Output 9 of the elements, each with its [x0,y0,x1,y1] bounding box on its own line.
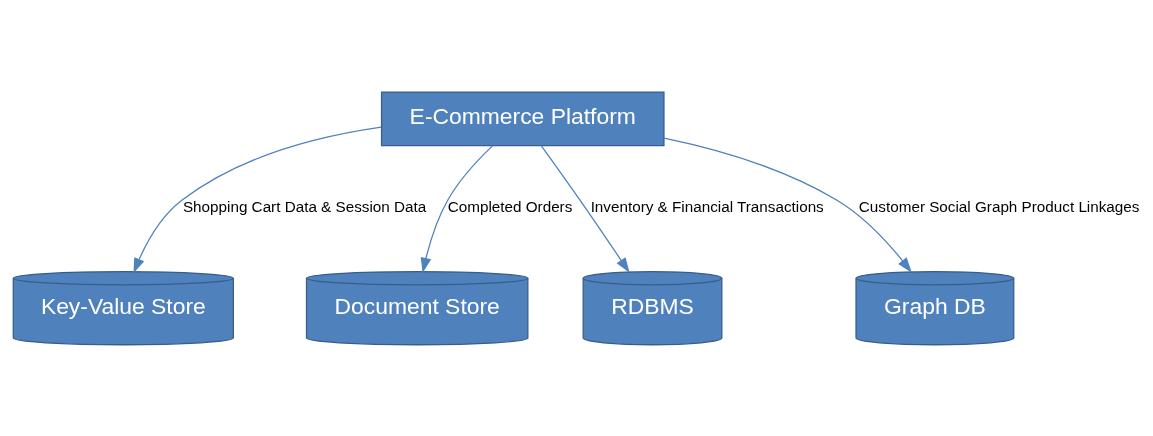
edge-label: Customer Social Graph Product Linkages [858,197,1140,215]
arrow [420,144,494,273]
arrow [133,125,382,273]
edge-label: Shopping Cart Data & Session Data [182,197,427,215]
node-box: E-Commerce Platform [380,90,665,146]
edge-label: Completed Orders [447,197,573,215]
arrow [540,144,630,273]
edge-label: Inventory & Financial Transactions [590,197,824,215]
arrow [663,137,912,273]
